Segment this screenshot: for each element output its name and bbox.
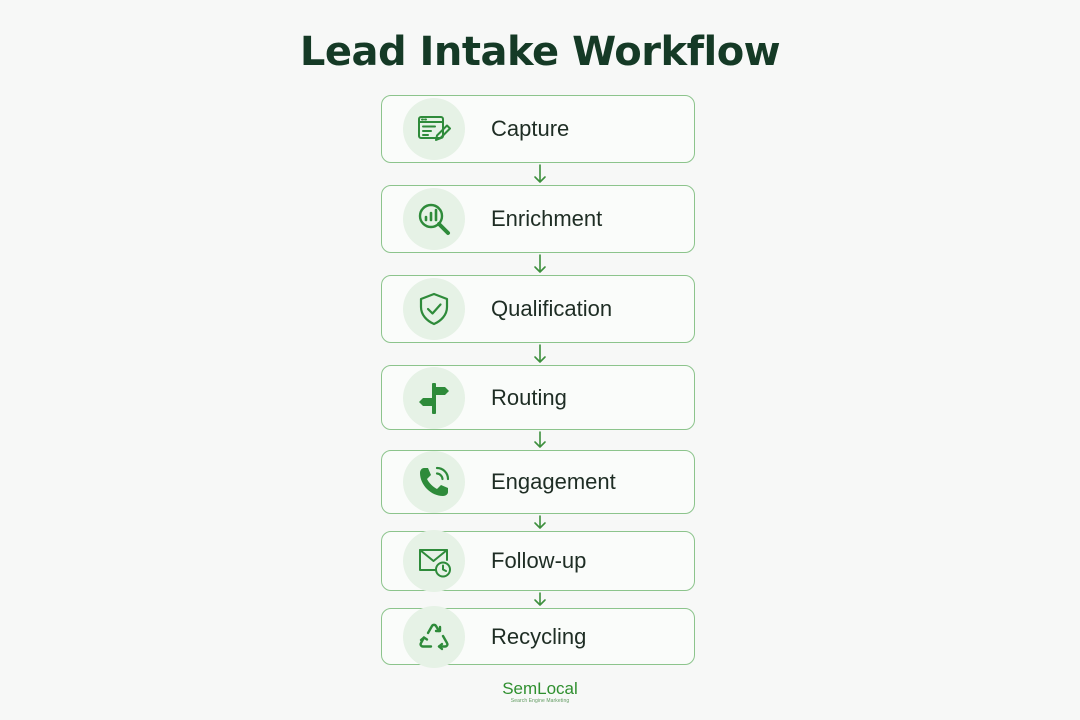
stage-follow-up: Follow-up [381, 530, 695, 592]
stage-capture: Capture [381, 95, 695, 163]
shield-check-icon [403, 278, 465, 340]
brand-tagline: Search Engine Marketing [510, 698, 570, 704]
phone-call-icon [403, 451, 465, 513]
brand-name: SemLocal [502, 679, 578, 698]
stage-label: Enrichment [491, 206, 603, 231]
flow-arrow [531, 591, 549, 608]
stage-label: Capture [491, 116, 570, 141]
stage-enrichment: Enrichment [381, 185, 695, 253]
stage-recycling: Recycling [381, 605, 695, 668]
stage-engagement: Engagement [381, 450, 695, 514]
stage-label: Routing [491, 384, 567, 410]
brand-logo: SemLocal Search Engine Marketing [0, 680, 1080, 705]
stage-label: Follow-up [491, 548, 587, 573]
flow-arrow [531, 163, 549, 185]
flow-arrow [531, 514, 549, 531]
flow-arrow [531, 430, 549, 450]
flow-arrow [531, 343, 549, 365]
signpost-icon [403, 366, 465, 429]
magnifier-chart-icon [403, 188, 465, 250]
recycle-icon [403, 605, 465, 668]
stage-label: Engagement [491, 469, 616, 494]
diagram-title: Lead Intake Workflow [299, 29, 781, 75]
flow-arrow [531, 253, 549, 275]
web-form-pencil-icon [403, 98, 465, 160]
envelope-clock-icon [403, 530, 465, 592]
stage-label: Qualification [491, 296, 613, 321]
stage-label: Recycling [491, 623, 587, 649]
stage-qualification: Qualification [381, 275, 695, 343]
stage-routing: Routing [381, 365, 695, 430]
